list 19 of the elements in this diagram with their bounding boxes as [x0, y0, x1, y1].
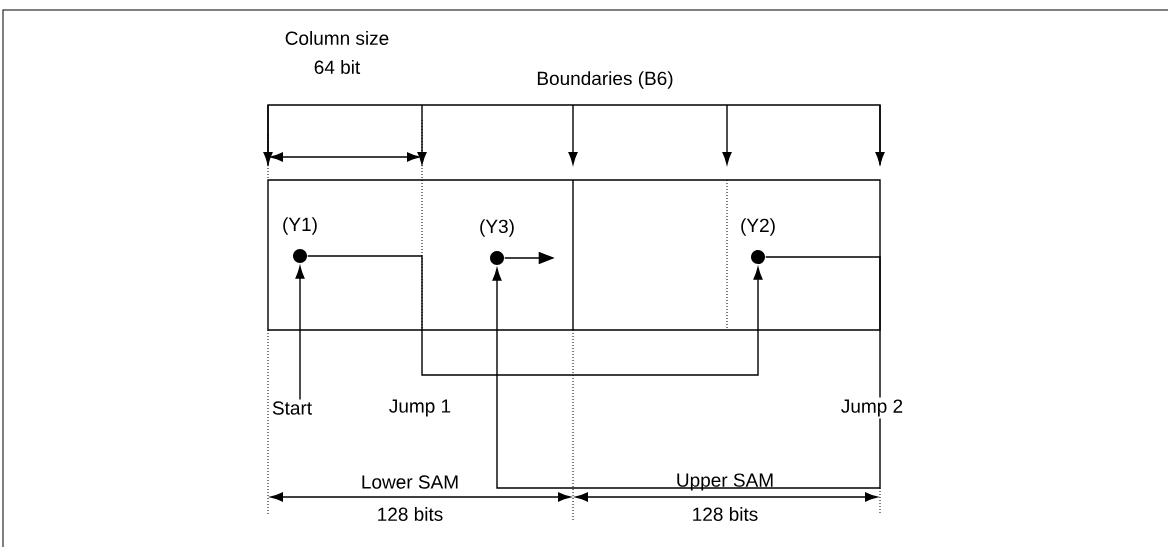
label: Column size [285, 31, 389, 45]
dot [293, 249, 307, 263]
node-text: Start [272, 401, 312, 415]
dot-label: (Y1) [283, 217, 317, 235]
label: Upper SAM [677, 473, 773, 491]
label: 64 bit [314, 60, 361, 74]
dot [751, 250, 765, 264]
dot [490, 251, 504, 265]
dot-label: (Y3) [480, 219, 514, 237]
arrow [492, 256, 881, 489]
edge-label: Jump 2 [838, 397, 906, 419]
edge-label: Jump 1 [386, 397, 454, 419]
label: Lower SAM [362, 475, 458, 489]
arrow [295, 266, 305, 401]
label: Boundaries (B6) [537, 71, 673, 89]
label: 128 bits [378, 507, 443, 521]
label: 128 bits [693, 507, 758, 521]
arrow [307, 255, 763, 376]
dot-label: (Y2) [741, 218, 775, 236]
